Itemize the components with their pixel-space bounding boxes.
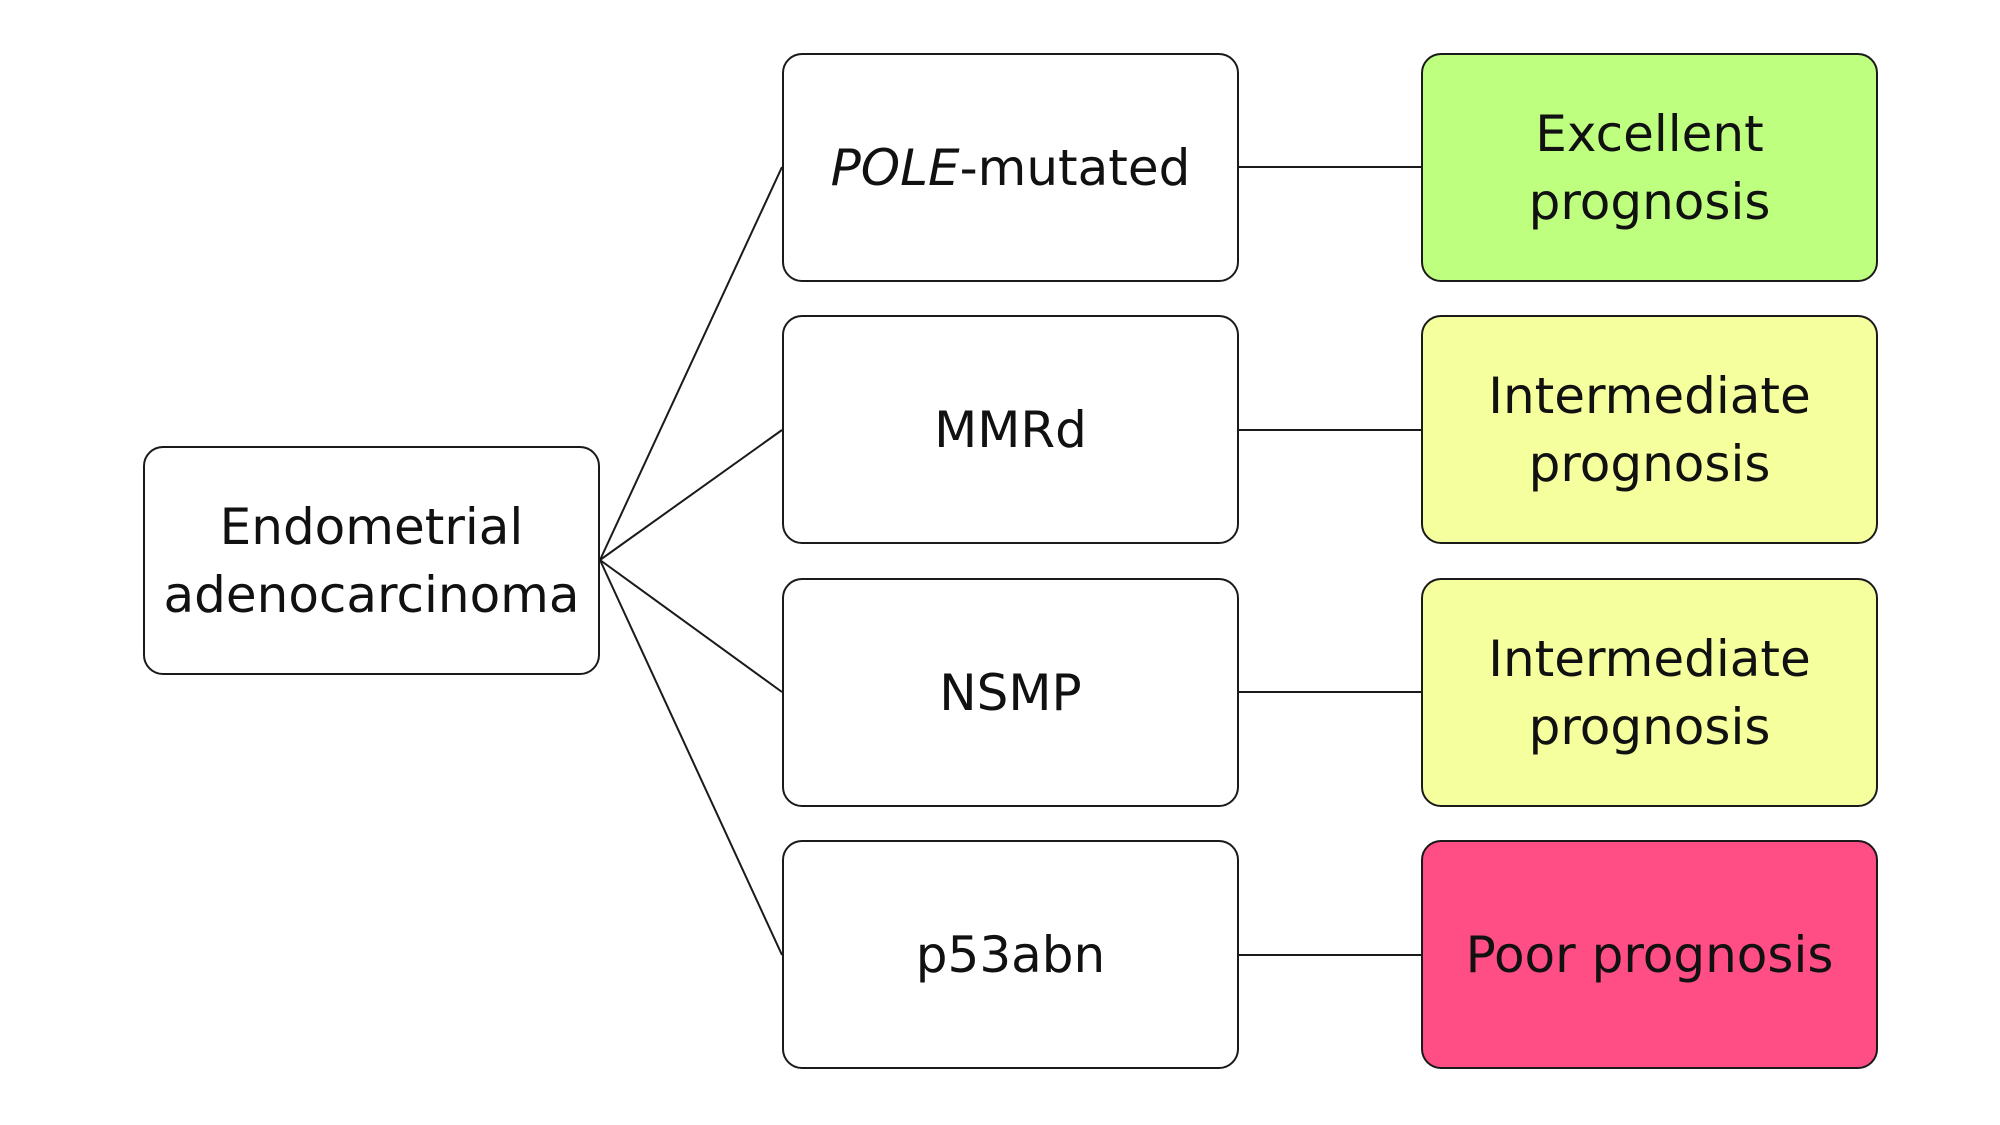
connector-root-to-p53abn <box>599 559 783 956</box>
root-node-endometrial-adenocarcinoma: Endometrial adenocarcinoma <box>143 446 600 675</box>
prognosis-label-line2: prognosis <box>1528 697 1771 756</box>
subtype-node-pole-mutated: POLE-mutated <box>782 53 1239 282</box>
prognosis-label-line1: Excellent <box>1535 104 1764 163</box>
prognosis-node-poor: Poor prognosis <box>1421 840 1878 1069</box>
subtype-label: -mutated <box>959 138 1191 197</box>
prognosis-node-intermediate-mmrd: Intermediate prognosis <box>1421 315 1878 544</box>
subtype-label: p53abn <box>915 925 1106 984</box>
connector-root-to-nsmp <box>599 559 783 693</box>
prognosis-label-line2: prognosis <box>1528 172 1771 231</box>
subtype-node-p53abn: p53abn <box>782 840 1239 1069</box>
prognosis-node-intermediate-nsmp: Intermediate prognosis <box>1421 578 1878 807</box>
root-label-line1: Endometrial <box>219 497 524 556</box>
subtype-node-nsmp: NSMP <box>782 578 1239 807</box>
prognosis-label-line2: prognosis <box>1528 434 1771 493</box>
prognosis-label-line1: Intermediate <box>1488 366 1811 425</box>
root-label-line2: adenocarcinoma <box>163 565 580 624</box>
connector-root-to-pole <box>599 166 783 561</box>
subtype-node-mmrd: MMRd <box>782 315 1239 544</box>
prognosis-label-line1: Intermediate <box>1488 629 1811 688</box>
subtype-label-italic: POLE <box>830 138 960 197</box>
subtype-label: NSMP <box>939 663 1082 722</box>
prognosis-label-line1: Poor prognosis <box>1465 925 1834 984</box>
connector-root-to-mmrd <box>599 429 783 561</box>
prognosis-node-excellent: Excellent prognosis <box>1421 53 1878 282</box>
subtype-label: MMRd <box>934 400 1087 459</box>
